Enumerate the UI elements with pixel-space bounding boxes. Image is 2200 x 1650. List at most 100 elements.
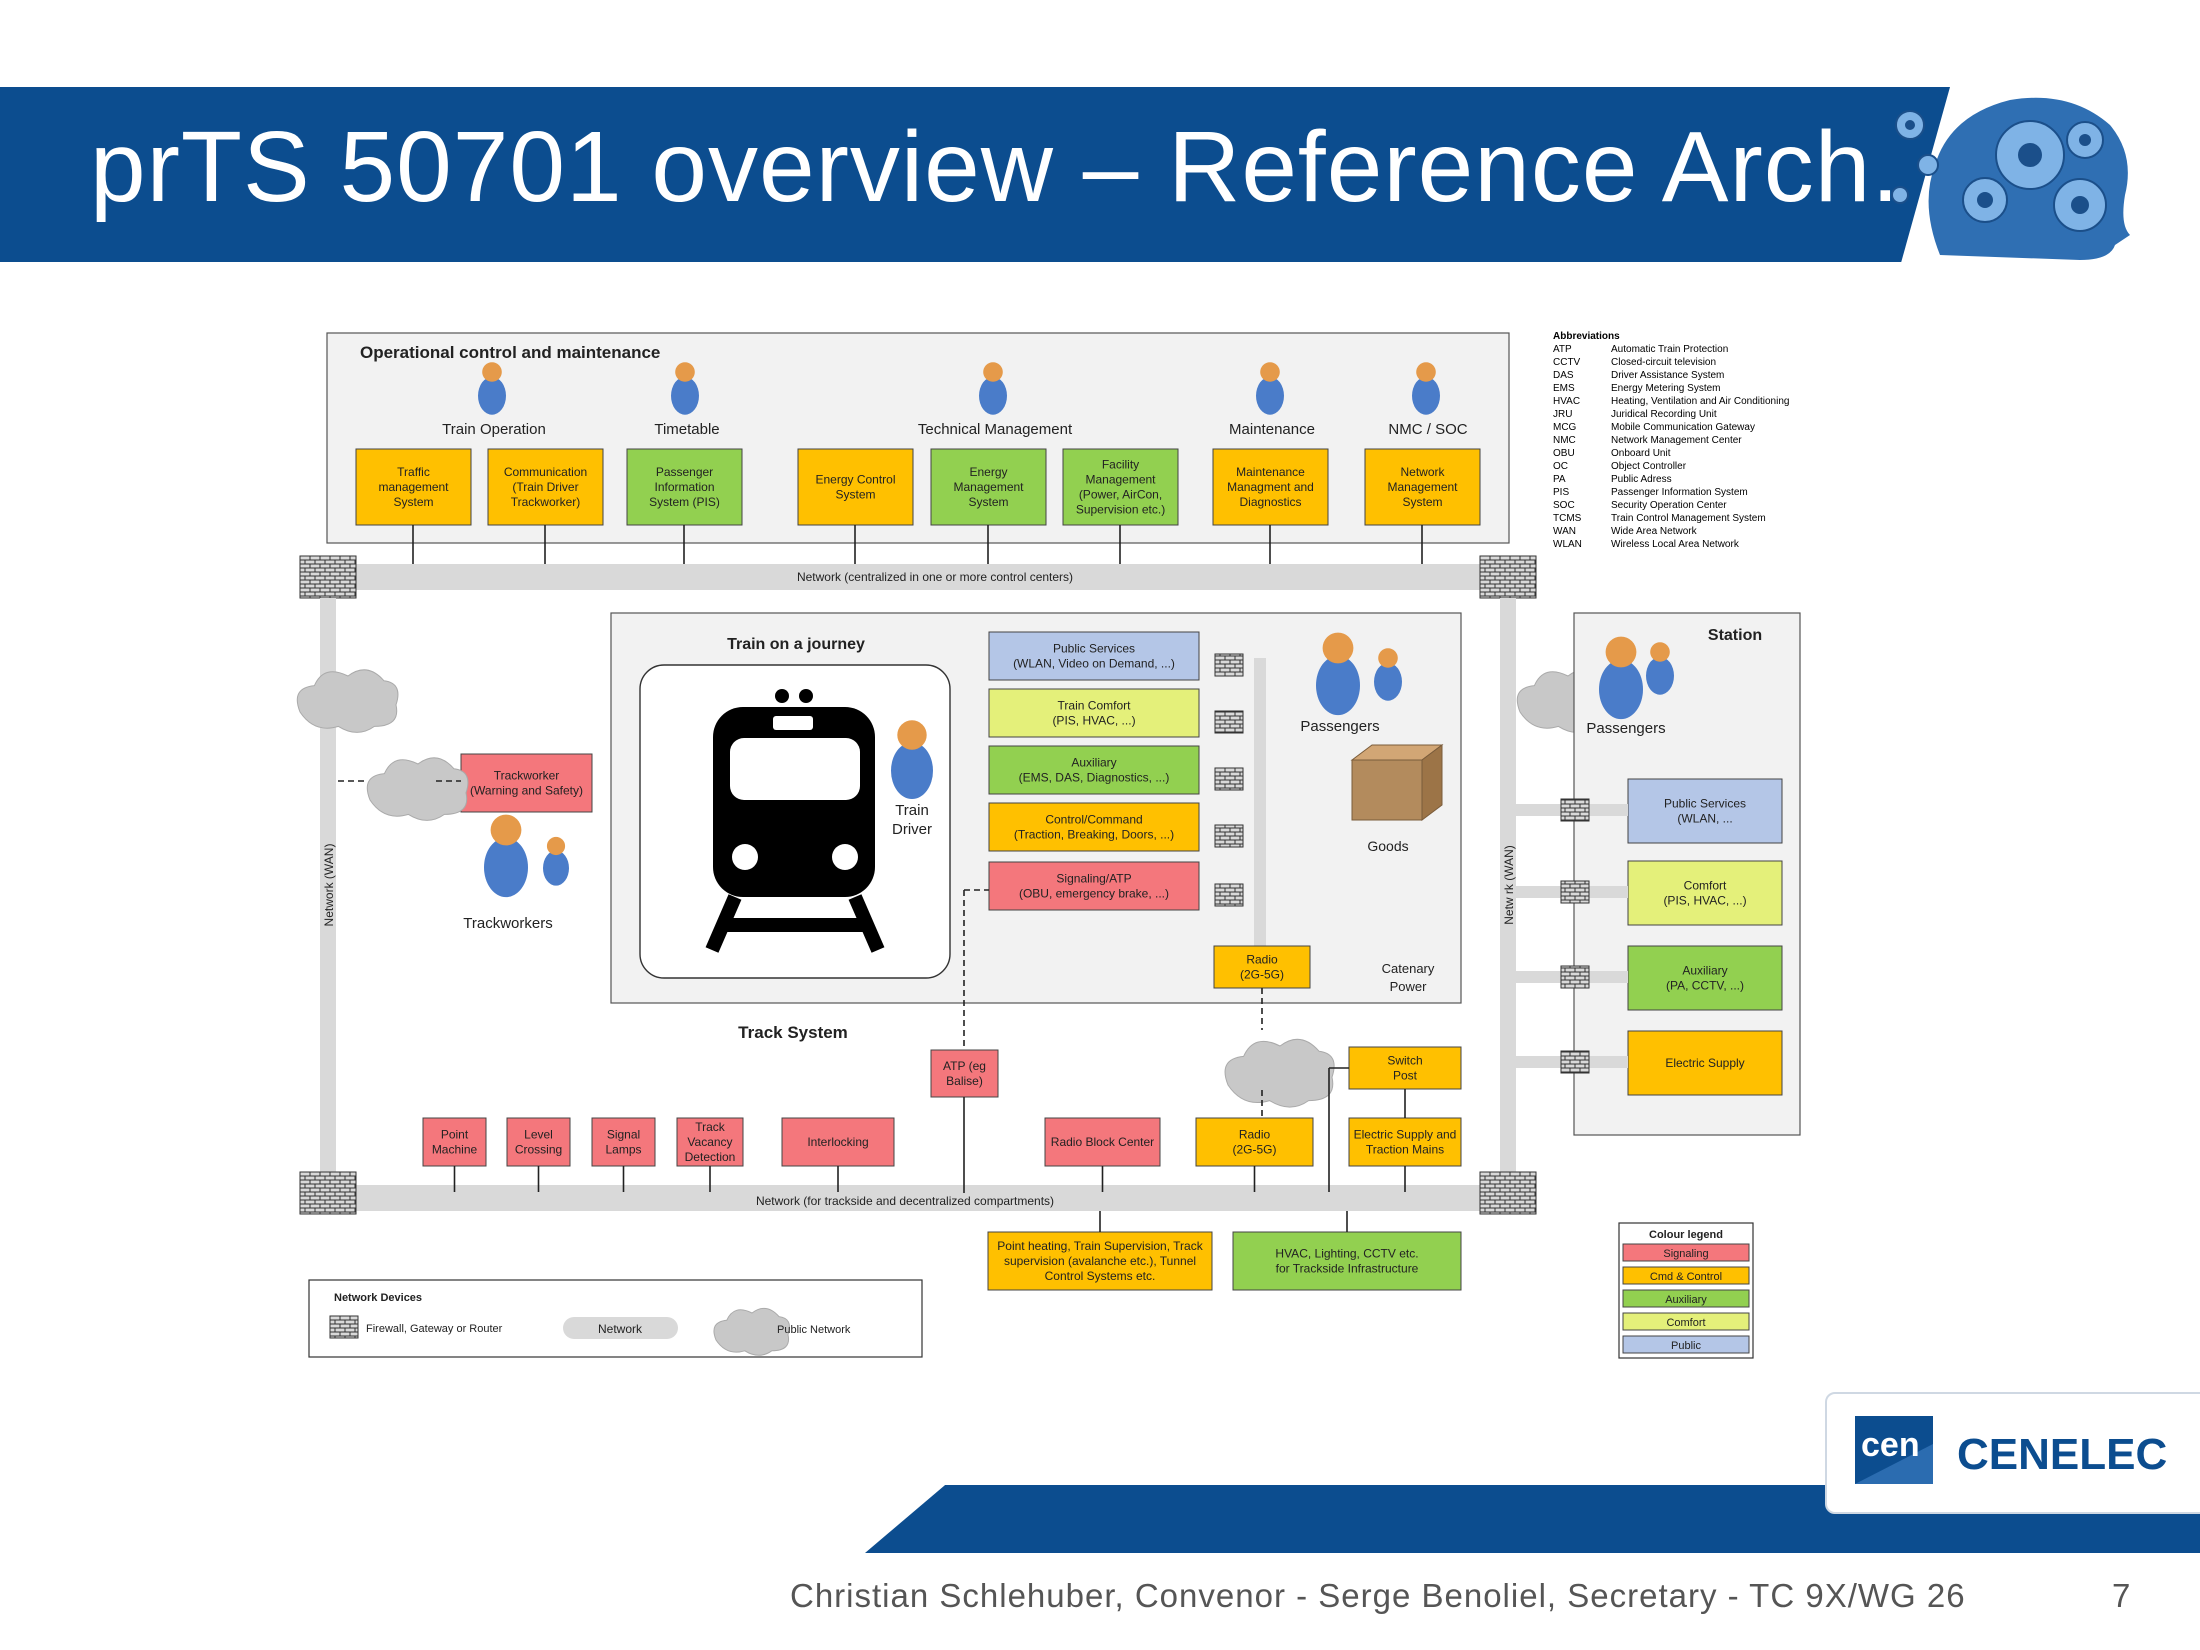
switch-post-box-label: Post (1393, 1069, 1418, 1083)
abbreviation-key: ATP (1553, 344, 1572, 355)
switch-post-box (1348, 1046, 1462, 1090)
train-headlight (832, 844, 858, 870)
train-system-box-label: (OBU, emergency brake, ...) (1019, 887, 1169, 901)
person-icon (675, 362, 695, 382)
firewall-icon (1479, 1171, 1537, 1215)
abbreviation-value: Security Operation Center (1611, 500, 1727, 511)
abbreviation-value: Driver Assistance System (1611, 370, 1725, 381)
central-network-bar (300, 564, 1512, 590)
train-system-box (988, 802, 1200, 852)
track-element-box-label: Machine (432, 1143, 478, 1157)
abbreviation-value: Closed-circuit television (1611, 357, 1717, 368)
abbreviation-value: Wireless Local Area Network (1611, 539, 1739, 550)
ocm-system-box-label: Supervision etc.) (1076, 503, 1165, 517)
ocm-system-box-label: Information (654, 480, 714, 494)
firewall-icon (1560, 965, 1590, 989)
abbreviations-title: Abbreviations (1553, 331, 1620, 342)
ocm-system-box (1364, 448, 1481, 526)
track-element-box-label: Traction Mains (1366, 1143, 1444, 1157)
track-element-box-label: Vacancy (687, 1135, 732, 1149)
ocm-system-box-label: Traffic (397, 465, 430, 479)
wan-right-bar (1500, 598, 1516, 1174)
ocm-system-box-label: Energy Control (815, 473, 895, 487)
atp-balise-box-label: ATP (eg (943, 1059, 986, 1073)
abbreviation-value: Onboard Unit (1611, 448, 1671, 459)
ocm-system-box-label: Network (1400, 465, 1445, 479)
train-system-box (988, 861, 1200, 911)
trackworkers-label: Trackworkers (463, 915, 552, 932)
ocm-system-box-label: Maintenance (1236, 465, 1305, 479)
train-light (775, 689, 789, 703)
station-system-box-label: (PA, CCTV, ...) (1666, 979, 1744, 993)
person-icon (1374, 662, 1402, 701)
catenary-label: Catenary (1382, 961, 1435, 976)
station-system-box-label: (PIS, HVAC, ...) (1663, 894, 1746, 908)
public-network-cloud-icon (366, 757, 469, 821)
ocm-system-box-label: System (835, 488, 875, 502)
ocm-role-label: Maintenance (1229, 421, 1315, 438)
ocm-system-box-label: (Power, AirCon, (1079, 488, 1162, 502)
firewall-icon (299, 1171, 357, 1215)
gear-head-icon (1891, 97, 2130, 261)
train-driver-label: Train (895, 802, 929, 819)
station-title: Station (1708, 627, 1762, 644)
train-title: Train on a journey (727, 636, 865, 653)
goods-box-icon (1421, 744, 1443, 821)
abbreviation-value: Mobile Communication Gateway (1611, 422, 1755, 433)
wan-left-label: Network (WAN) (322, 844, 336, 927)
public-network-cloud-icon (296, 669, 399, 733)
track-element-box-label: Detection (685, 1150, 736, 1164)
station-system-box (1627, 1030, 1783, 1096)
ocm-system-box-label: Facility (1102, 458, 1139, 472)
abbreviation-key: EMS (1553, 383, 1575, 394)
track-element-box (591, 1117, 656, 1167)
train-headlight (732, 844, 758, 870)
track-element-box-label: Radio Block Center (1051, 1135, 1154, 1149)
trackside-network-bar (300, 1185, 1512, 1211)
train-radio-box (1213, 945, 1311, 989)
colour-legend-swatch (1622, 1289, 1750, 1308)
station-system-box-label: Public Services (1664, 797, 1746, 811)
track-element-box (506, 1117, 571, 1167)
abbreviation-value: Public Adress (1611, 474, 1672, 485)
logo-cen-text: cen (1861, 1426, 1920, 1464)
station-passengers-label: Passengers (1586, 720, 1665, 737)
legend-public-label: Public Network (777, 1324, 851, 1336)
person-icon (671, 376, 699, 415)
abbreviation-key: PIS (1553, 487, 1570, 498)
train-system-box-label: Control/Command (1045, 813, 1142, 827)
abbreviation-key: NMC (1553, 435, 1576, 446)
atp-balise-box-label: Balise) (946, 1074, 983, 1088)
abbreviation-key: MCG (1553, 422, 1577, 433)
track-element-box (1195, 1117, 1314, 1167)
train-driver-label: Driver (892, 821, 932, 838)
station-system-box-label: Electric Supply (1665, 1056, 1744, 1070)
track-element-box (781, 1117, 895, 1167)
trackside-systems-box-label: Control Systems etc. (1045, 1269, 1156, 1283)
ocm-system-box-label: Trackworker) (511, 495, 581, 509)
train-system-box-label: Public Services (1053, 642, 1135, 656)
person-icon (983, 362, 1003, 382)
catenary-label: Power (1390, 979, 1428, 994)
trackside-systems-box-label: Point heating, Train Supervision, Track (997, 1239, 1203, 1253)
person-icon (490, 814, 522, 846)
firewall-icon (1560, 1050, 1590, 1074)
ocm-system-box (487, 448, 604, 526)
ocm-system-box-label: System (968, 495, 1008, 509)
ocm-system-box (797, 448, 914, 526)
abbreviation-value: Wide Area Network (1611, 526, 1697, 537)
colour-legend-label: Public (1671, 1340, 1701, 1352)
person-icon (897, 720, 927, 750)
track-element-box-label: Level (524, 1128, 553, 1142)
ocm-system-box (1062, 448, 1179, 526)
person-icon (546, 836, 566, 856)
ocm-system-box (930, 448, 1047, 526)
goods-label: Goods (1367, 838, 1408, 854)
firewall-icon (1214, 653, 1244, 677)
